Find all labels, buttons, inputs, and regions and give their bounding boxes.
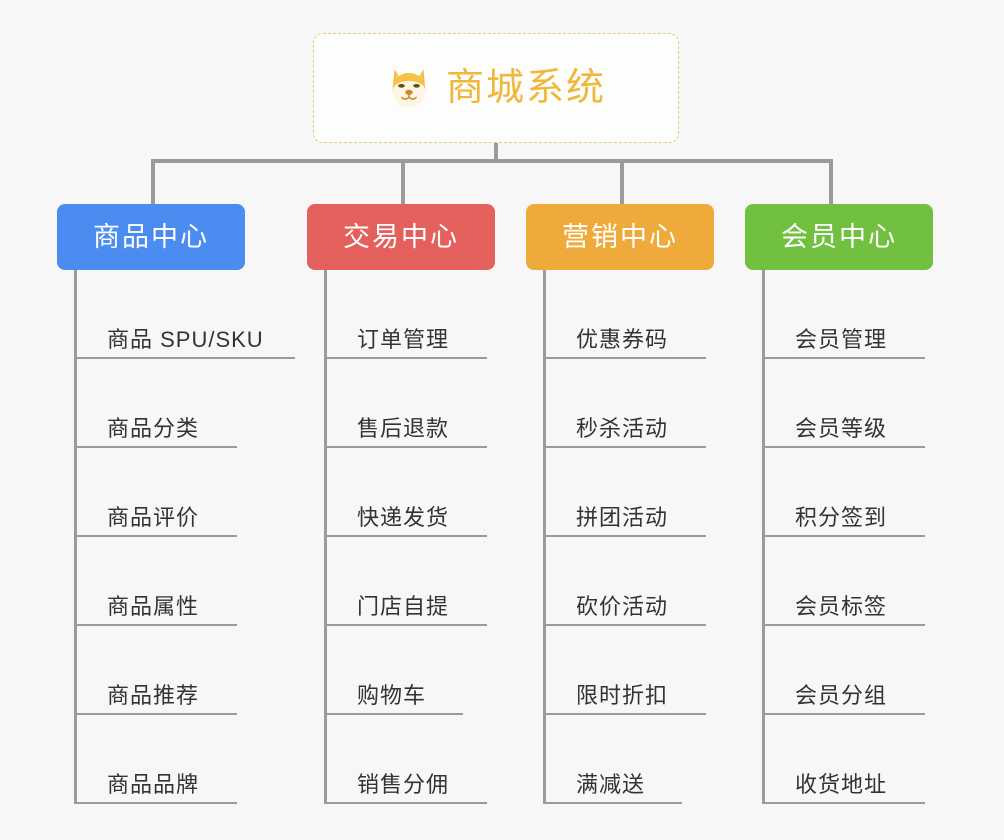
leaf-underline bbox=[77, 535, 237, 537]
leaf-label: 限时折扣 bbox=[576, 682, 669, 708]
branch-column-3: 营销中心 优惠券码 秒杀活动 拼团活动 砍价活动 限时折扣 bbox=[526, 204, 714, 804]
branch-column-1: 商品中心 商品 SPU/SKU 商品分类 商品评价 商品属性 商品推荐 bbox=[57, 204, 295, 804]
leaf-item[interactable]: 会员标签 bbox=[765, 537, 933, 626]
leaf-underline bbox=[765, 713, 925, 715]
leaf-item[interactable]: 砍价活动 bbox=[546, 537, 714, 626]
category-box-3[interactable]: 营销中心 bbox=[526, 204, 714, 270]
leaf-underline bbox=[546, 713, 706, 715]
leaf-underline bbox=[77, 446, 237, 448]
leaf-label: 订单管理 bbox=[357, 326, 450, 352]
leaf-underline bbox=[765, 357, 925, 359]
leaf-underline bbox=[546, 624, 706, 626]
leaf-underline bbox=[327, 535, 487, 537]
root-title: 商城系统 bbox=[445, 67, 606, 109]
leaf-label: 拼团活动 bbox=[576, 504, 669, 530]
leaf-item[interactable]: 商品品牌 bbox=[77, 715, 245, 804]
leaf-list-1: 商品 SPU/SKU 商品分类 商品评价 商品属性 商品推荐 商品品牌 bbox=[74, 270, 295, 804]
connector-horizontal-bus bbox=[151, 159, 833, 163]
leaf-label: 会员等级 bbox=[795, 415, 888, 441]
leaf-item[interactable]: 门店自提 bbox=[327, 537, 495, 626]
category-label-3: 营销中心 bbox=[562, 221, 678, 252]
leaf-underline bbox=[77, 624, 237, 626]
connector-root-stem bbox=[494, 143, 498, 161]
leaf-label: 快递发货 bbox=[357, 504, 450, 530]
leaf-item[interactable]: 订单管理 bbox=[327, 270, 495, 359]
connector-drop-1 bbox=[151, 159, 155, 204]
leaf-underline bbox=[546, 446, 706, 448]
leaf-label: 销售分佣 bbox=[357, 771, 450, 797]
root-node[interactable]: 商城系统 bbox=[313, 33, 679, 143]
leaf-underline bbox=[546, 357, 706, 359]
leaf-label: 会员标签 bbox=[795, 593, 888, 619]
leaf-item[interactable]: 会员分组 bbox=[765, 626, 933, 715]
leaf-label: 售后退款 bbox=[357, 415, 450, 441]
leaf-item[interactable]: 会员管理 bbox=[765, 270, 933, 359]
leaf-label: 积分签到 bbox=[795, 504, 888, 530]
leaf-item[interactable]: 收货地址 bbox=[765, 715, 933, 804]
leaf-label: 门店自提 bbox=[357, 593, 450, 619]
leaf-label: 商品分类 bbox=[107, 415, 200, 441]
leaf-underline bbox=[546, 535, 706, 537]
connector-drop-3 bbox=[620, 159, 624, 204]
leaf-underline bbox=[77, 802, 237, 804]
leaf-list-3: 优惠券码 秒杀活动 拼团活动 砍价活动 限时折扣 满减送 bbox=[543, 270, 714, 804]
leaf-item[interactable]: 购物车 bbox=[327, 626, 495, 715]
connector-drop-4 bbox=[829, 159, 833, 204]
leaf-label: 收货地址 bbox=[795, 771, 888, 797]
leaf-item[interactable]: 商品推荐 bbox=[77, 626, 245, 715]
leaf-item[interactable]: 积分签到 bbox=[765, 448, 933, 537]
leaf-underline bbox=[77, 357, 295, 359]
category-label-4: 会员中心 bbox=[781, 221, 897, 252]
branch-column-2: 交易中心 订单管理 售后退款 快递发货 门店自提 购物车 bbox=[307, 204, 495, 804]
leaf-item[interactable]: 商品属性 bbox=[77, 537, 245, 626]
leaf-item[interactable]: 销售分佣 bbox=[327, 715, 495, 804]
leaf-list-4: 会员管理 会员等级 积分签到 会员标签 会员分组 收货地址 bbox=[762, 270, 933, 804]
leaf-label: 商品推荐 bbox=[107, 682, 200, 708]
leaf-item[interactable]: 商品 SPU/SKU bbox=[77, 270, 295, 359]
category-box-1[interactable]: 商品中心 bbox=[57, 204, 245, 270]
leaf-label: 秒杀活动 bbox=[576, 415, 669, 441]
leaf-label: 满减送 bbox=[576, 771, 646, 797]
leaf-underline bbox=[327, 446, 487, 448]
leaf-list-2: 订单管理 售后退款 快递发货 门店自提 购物车 销售分佣 bbox=[324, 270, 495, 804]
category-box-4[interactable]: 会员中心 bbox=[745, 204, 933, 270]
leaf-item[interactable]: 优惠券码 bbox=[546, 270, 714, 359]
leaf-label: 商品评价 bbox=[107, 504, 200, 530]
leaf-label: 商品属性 bbox=[107, 593, 200, 619]
leaf-item[interactable]: 快递发货 bbox=[327, 448, 495, 537]
leaf-underline bbox=[546, 802, 682, 804]
leaf-item[interactable]: 满减送 bbox=[546, 715, 714, 804]
leaf-underline bbox=[327, 357, 487, 359]
leaf-label: 会员管理 bbox=[795, 326, 888, 352]
leaf-underline bbox=[327, 624, 487, 626]
leaf-underline bbox=[765, 446, 925, 448]
leaf-item[interactable]: 会员等级 bbox=[765, 359, 933, 448]
leaf-label: 商品 SPU/SKU bbox=[107, 326, 264, 352]
leaf-label: 购物车 bbox=[357, 682, 427, 708]
leaf-item[interactable]: 商品分类 bbox=[77, 359, 245, 448]
category-box-2[interactable]: 交易中心 bbox=[307, 204, 495, 270]
category-label-1: 商品中心 bbox=[93, 221, 209, 252]
leaf-underline bbox=[765, 802, 925, 804]
leaf-underline bbox=[327, 802, 487, 804]
category-label-2: 交易中心 bbox=[343, 221, 459, 252]
leaf-underline bbox=[77, 713, 237, 715]
leaf-item[interactable]: 售后退款 bbox=[327, 359, 495, 448]
branch-column-4: 会员中心 会员管理 会员等级 积分签到 会员标签 会员分组 bbox=[745, 204, 933, 804]
leaf-label: 会员分组 bbox=[795, 682, 888, 708]
leaf-label: 商品品牌 bbox=[107, 771, 200, 797]
leaf-label: 优惠券码 bbox=[576, 326, 669, 352]
leaf-underline bbox=[765, 535, 925, 537]
leaf-item[interactable]: 商品评价 bbox=[77, 448, 245, 537]
connector-drop-2 bbox=[401, 159, 405, 204]
leaf-underline bbox=[765, 624, 925, 626]
leaf-underline bbox=[327, 713, 463, 715]
leaf-item[interactable]: 限时折扣 bbox=[546, 626, 714, 715]
leaf-item[interactable]: 秒杀活动 bbox=[546, 359, 714, 448]
leaf-label: 砍价活动 bbox=[576, 593, 669, 619]
dog-face-icon bbox=[386, 65, 432, 111]
leaf-item[interactable]: 拼团活动 bbox=[546, 448, 714, 537]
